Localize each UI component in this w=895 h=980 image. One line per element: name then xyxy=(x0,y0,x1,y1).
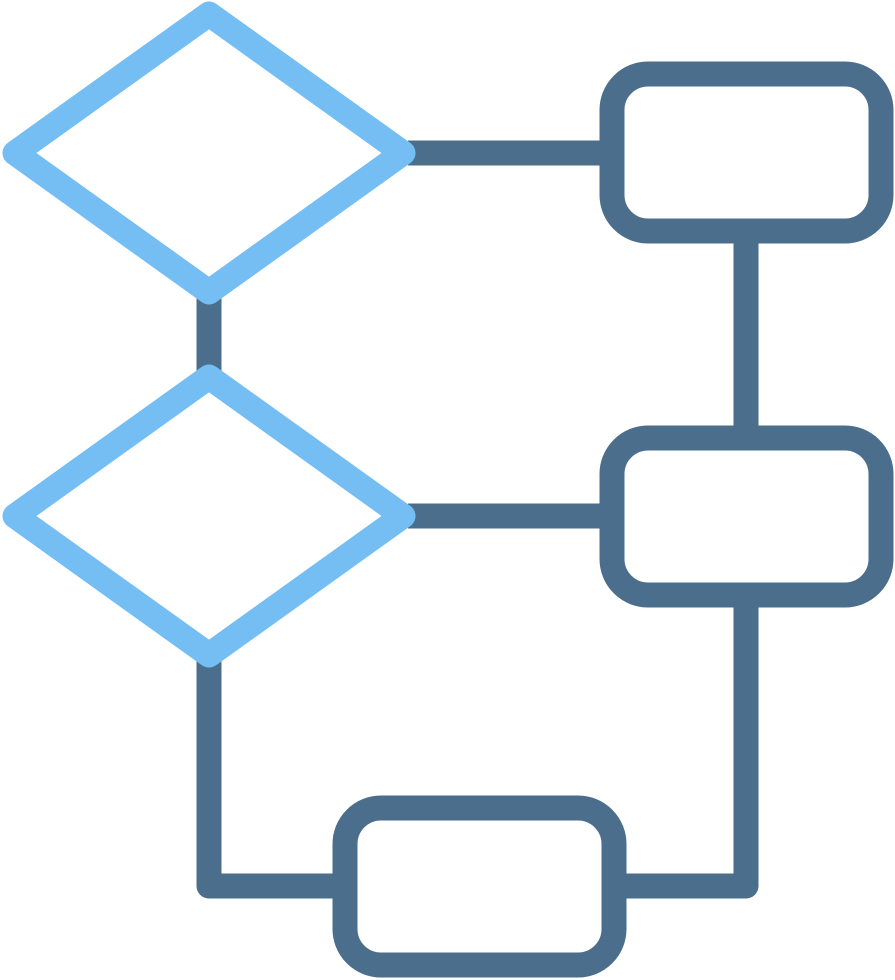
decision-diamond-top xyxy=(2,1,416,305)
process-boxes xyxy=(332,61,894,978)
process-box-middle xyxy=(599,425,894,608)
decision-diamonds xyxy=(2,1,416,668)
decision-diamond-bottom xyxy=(2,364,416,668)
connector-box2-to-box3 xyxy=(612,598,759,899)
connector-diamond2-to-box3 xyxy=(196,660,343,899)
process-box-top xyxy=(599,61,894,244)
process-box-bottom xyxy=(332,795,627,978)
connector-lines xyxy=(196,140,759,899)
